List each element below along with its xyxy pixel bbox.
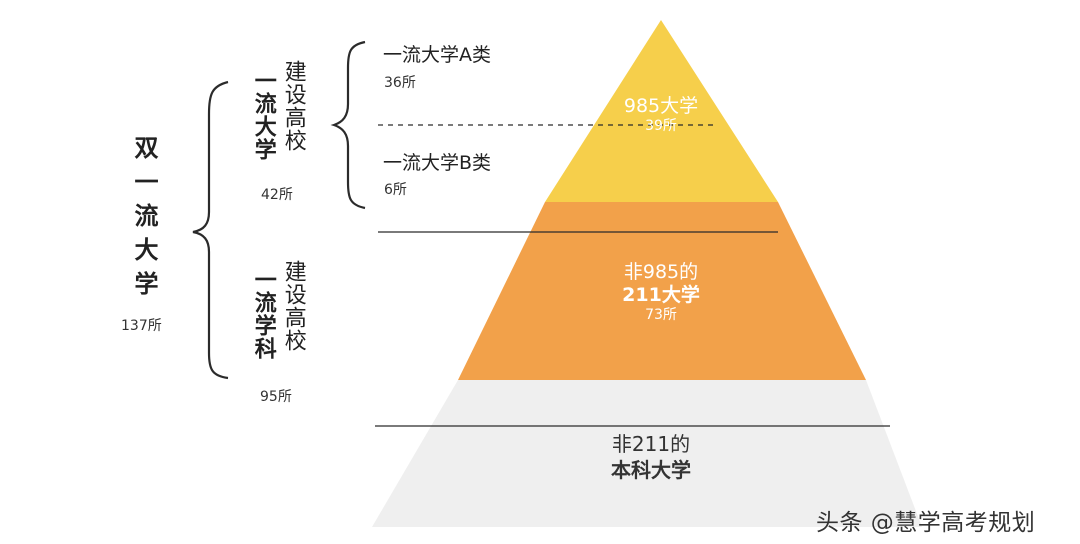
first-class-discipline-count: 95所 <box>260 389 292 405</box>
tier-211-count: 73所 <box>645 306 677 323</box>
university-category-bracket <box>330 40 366 210</box>
double-first-class-title: 双一流大学 <box>130 135 158 305</box>
tier-985-count: 39所 <box>645 117 677 134</box>
pyramid-base-tier <box>372 380 922 527</box>
first-class-university-count: 42所 <box>261 187 293 203</box>
tier-211-label-line1: 非985的 <box>623 261 699 283</box>
category-b-count: 6所 <box>384 182 407 198</box>
category-b-title: 一流大学B类 <box>383 152 492 174</box>
double-first-class-count: 137所 <box>121 318 162 334</box>
first-class-university-title: 一流大学 <box>250 69 276 161</box>
tier-211-label-group: 非985的 211大学 73所 <box>561 261 761 323</box>
source-watermark: 头条 @慧学高考规划 <box>816 510 1036 536</box>
tier-211-label-line2: 211大学 <box>622 283 700 306</box>
construction-discipline-title: 建设高校 <box>280 260 306 352</box>
pyramid-985-tier <box>545 20 778 202</box>
construction-university-title: 建设高校 <box>280 60 306 152</box>
category-a-title: 一流大学A类 <box>383 44 491 66</box>
tier-other-label-line1: 非211的 <box>611 432 691 456</box>
first-class-discipline-title: 一流学科 <box>250 268 276 360</box>
tier-985-label: 985大学 <box>623 95 699 117</box>
tier-other-label-group: 非211的 本科大学 <box>551 431 751 484</box>
pyramid-211-tier <box>458 202 866 380</box>
double-first-class-bracket <box>192 80 229 380</box>
tier-other-label-line2: 本科大学 <box>611 458 691 483</box>
category-a-count: 36所 <box>384 75 416 91</box>
tier-985-label-group: 985大学 39所 <box>561 95 761 135</box>
